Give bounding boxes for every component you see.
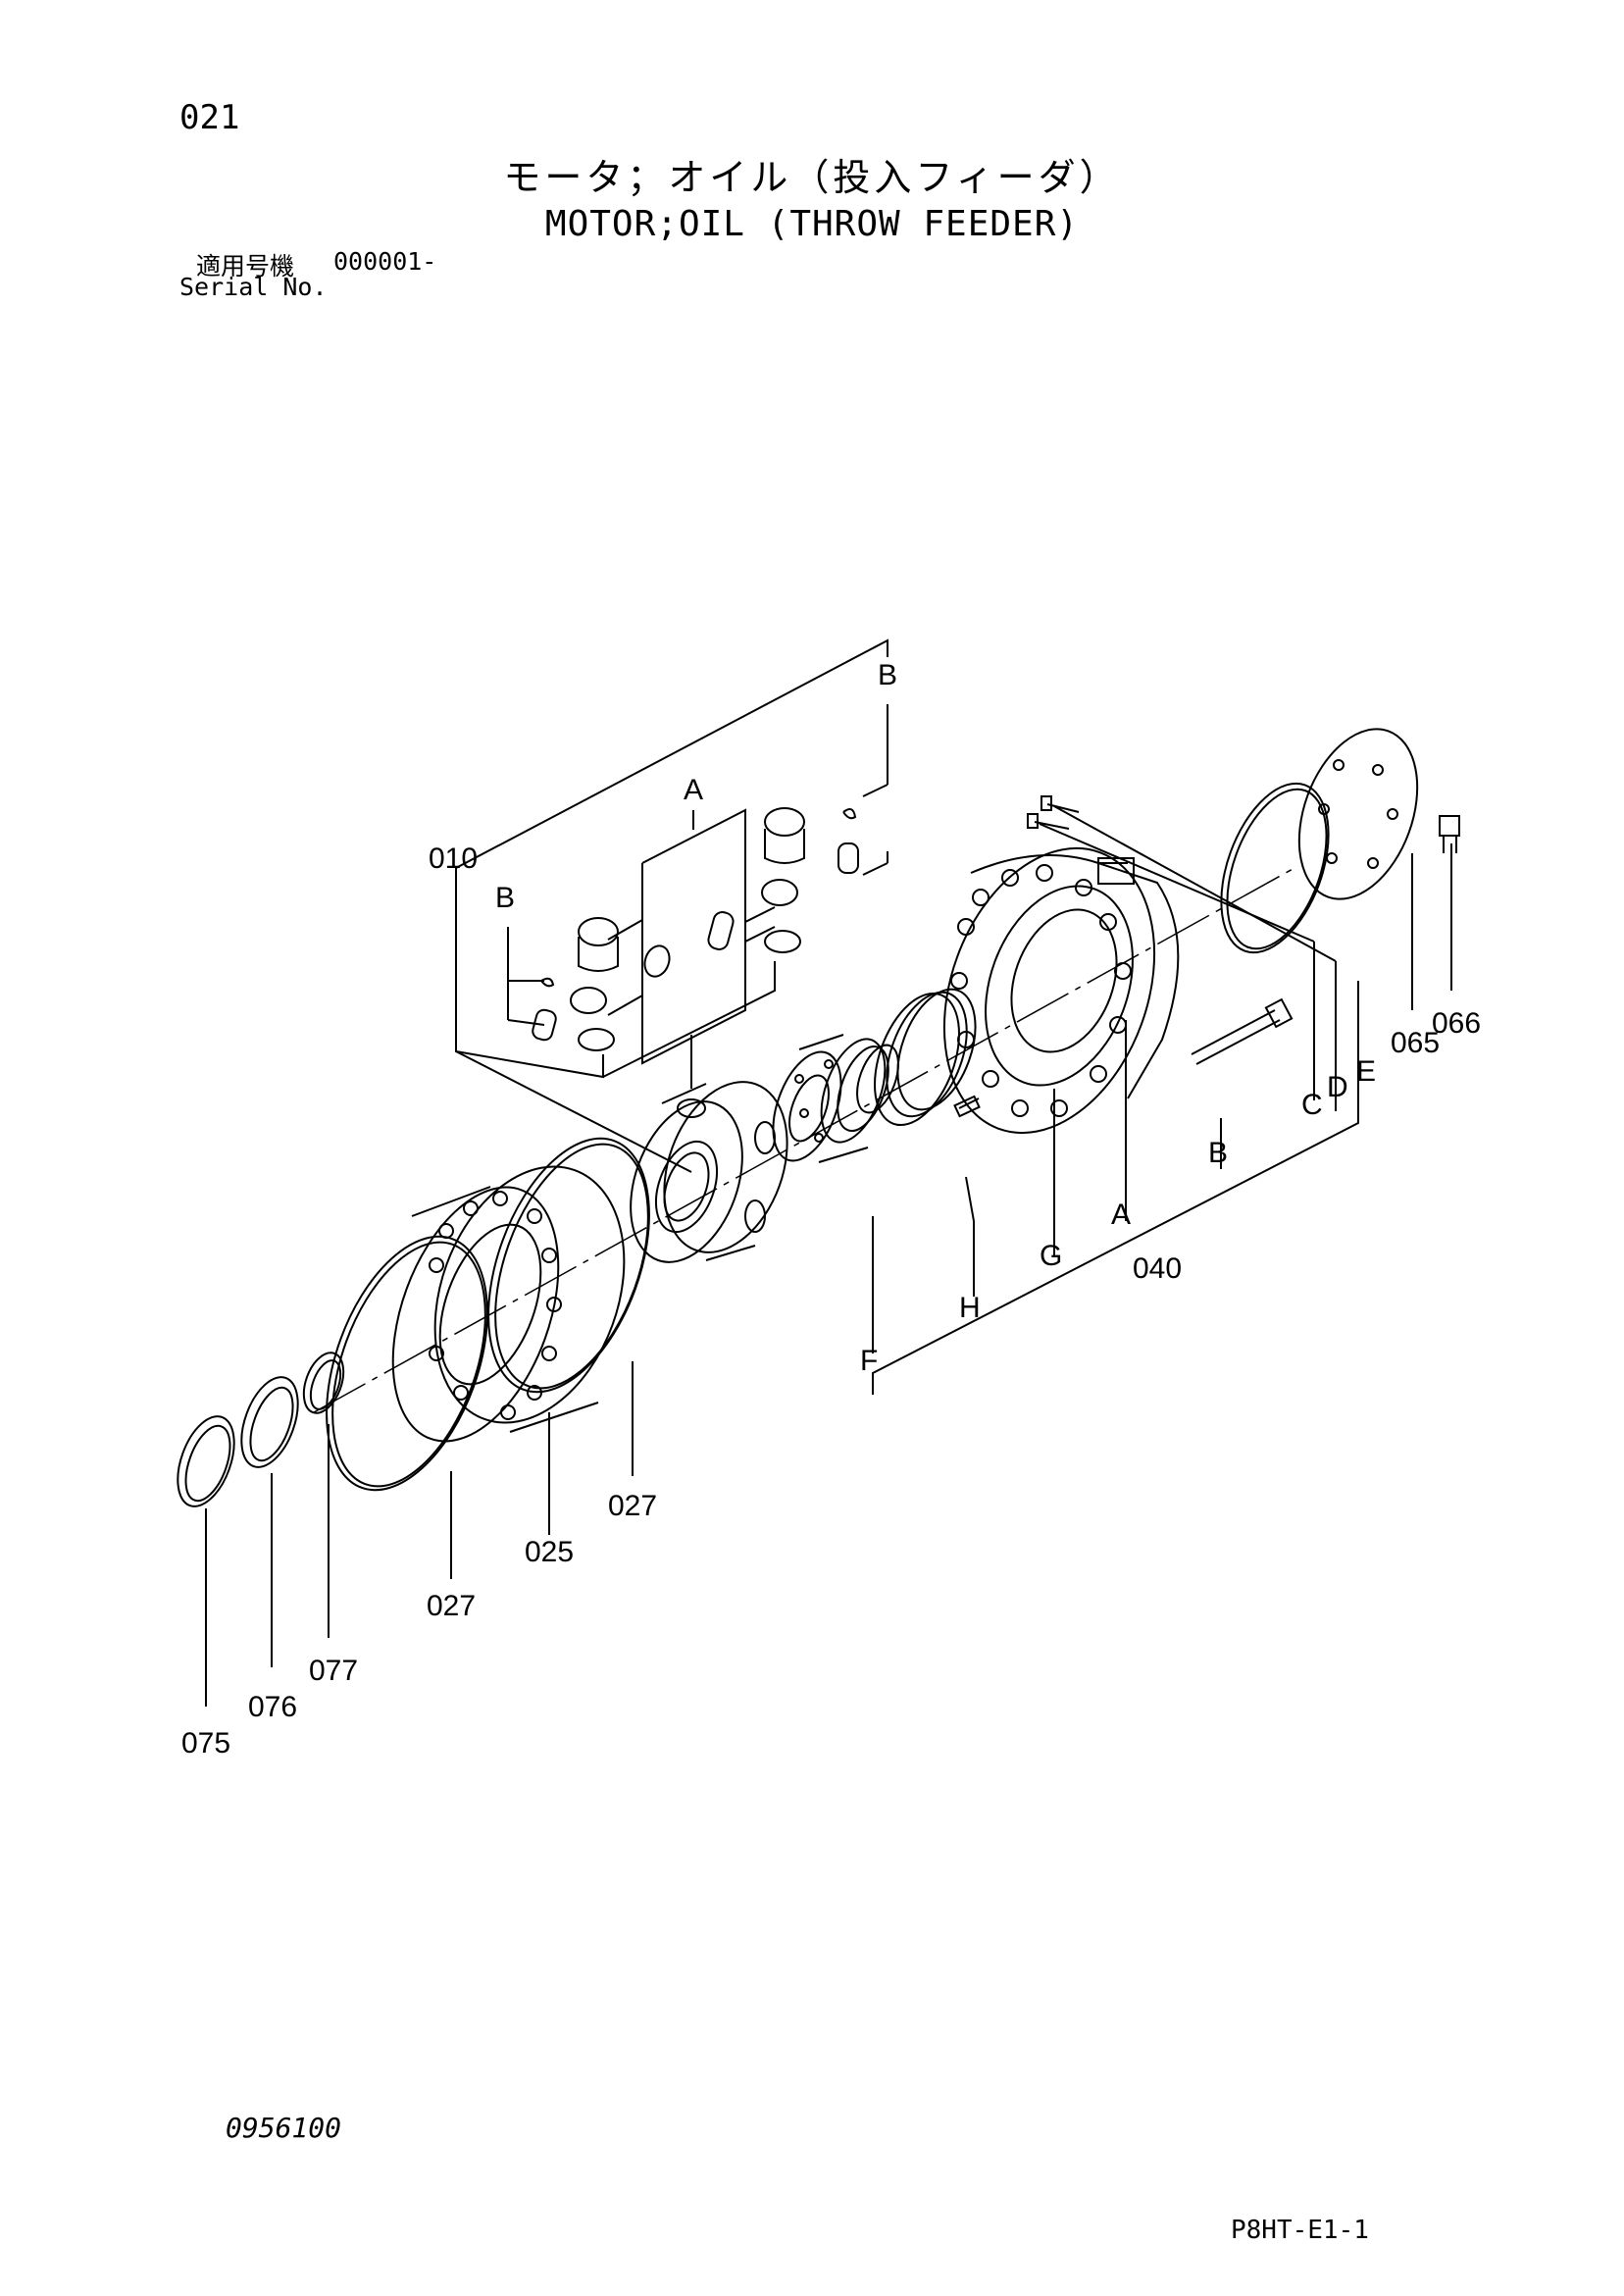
o-ring-027-rear [487,1137,650,1394]
label-part-025: 025 [525,1536,574,1568]
leader-lines [205,638,1452,1707]
bolt-b [1191,997,1294,1065]
label-letter-d: D [1327,1071,1348,1103]
label-part-075: 075 [181,1727,230,1760]
screw-066 [1439,815,1460,853]
serial-label-japanese: 適用号機 [196,252,295,281]
page-number: 021 [179,98,240,137]
serial-label-english: Serial No. [179,273,328,301]
label-letter-b-top: B [878,659,897,691]
ring-g [874,988,977,1127]
page-title-japanese: モータ；オイル（投入フィーダ） [503,156,1121,199]
label-letter-f: F [860,1345,878,1377]
label-letter-b-left: B [495,882,515,914]
o-ring-027-front [326,1235,488,1492]
label-part-027-b: 027 [427,1590,476,1622]
ring-077 [302,1352,345,1414]
ring-076 [240,1376,299,1468]
label-letter-e: E [1356,1055,1376,1088]
label-letter-h: H [959,1292,981,1324]
drawing-code: 0956100 [226,2112,342,2144]
housing-040 [942,846,1180,1135]
label-part-077: 077 [309,1655,358,1687]
snap-ring-075 [177,1415,235,1507]
manifold-025 [391,1165,626,1443]
label-part-027-a: 027 [608,1490,657,1522]
label-part-066: 066 [1432,1007,1481,1040]
label-part-010: 010 [429,842,478,875]
label-part-076: 076 [248,1691,297,1723]
o-ring-e [1220,782,1330,954]
sheet-code: P8HT-E1-1 [1231,2216,1369,2245]
label-letter-a-top: A [684,774,703,806]
label-part-040: 040 [1133,1252,1182,1285]
cover-065 [1297,728,1419,900]
seal-kit-parts [532,807,859,1051]
label-letter-b-bolt: B [1208,1137,1228,1169]
shaft-assembly-f [772,1034,899,1163]
serial-number-value: 000001- [333,247,437,276]
label-letter-a-housing: A [1111,1199,1131,1231]
page-title-english: MOTOR;OIL (THROW FEEDER) [544,204,1080,244]
callout-labels: 010 027 025 027 077 076 075 040 065 066 … [181,659,1481,1760]
label-letter-g: G [1040,1240,1062,1272]
bolts-c-d [1027,795,1080,830]
rotor-group-010 [630,1081,788,1263]
label-letter-c: C [1301,1089,1323,1121]
label-part-065: 065 [1391,1027,1440,1059]
